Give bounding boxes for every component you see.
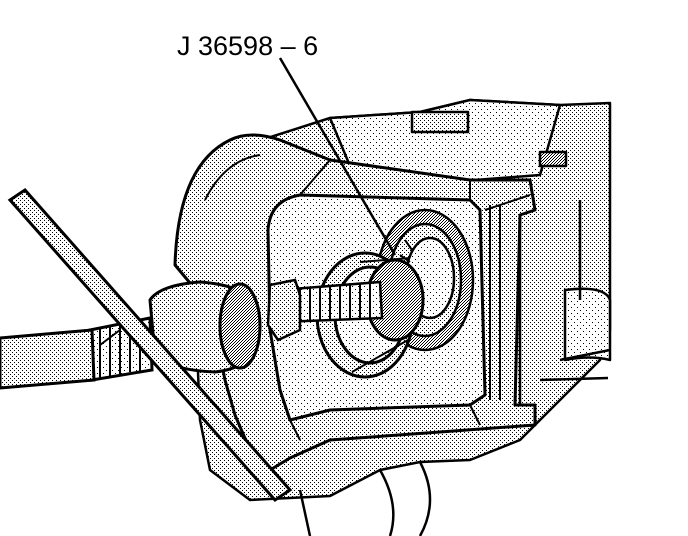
callout-leader-line [278,57,397,256]
tool-handle [0,188,293,502]
forcing-screw [266,278,384,342]
tool-callout-label: J 36598 – 6 [177,31,318,61]
